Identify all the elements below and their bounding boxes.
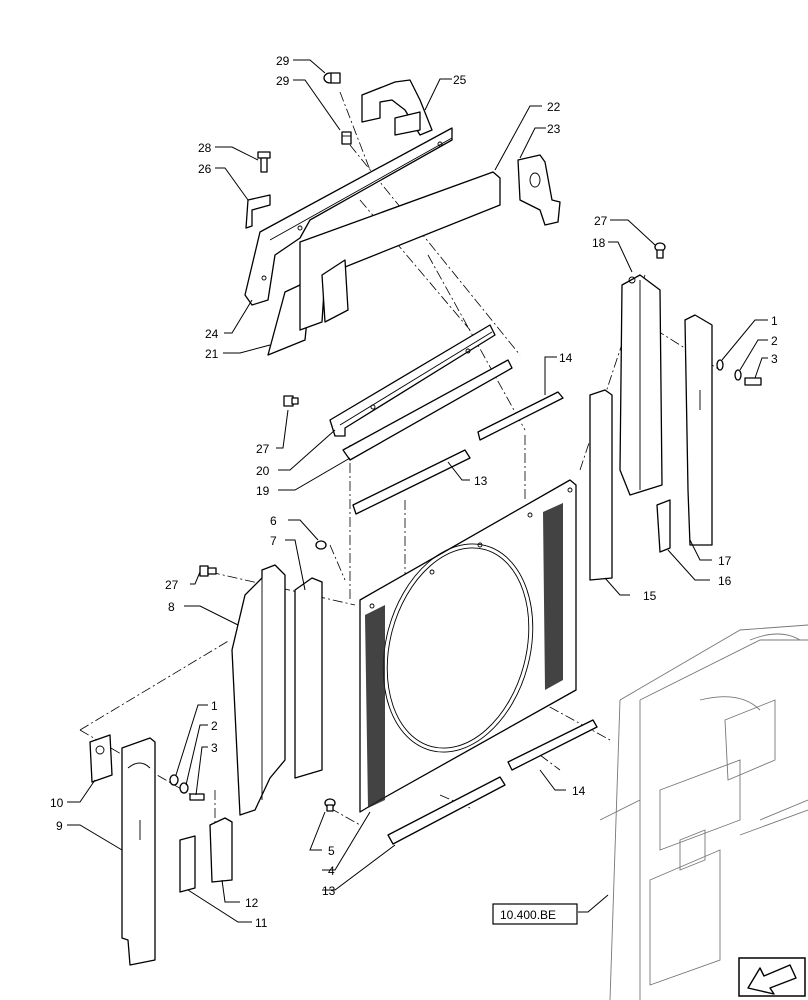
callout-29a: 29 [276,54,290,68]
callout-27-mid: 27 [256,442,270,456]
washer-1-right [716,359,724,371]
callout-21: 21 [205,347,219,361]
callout-18: 18 [592,236,606,250]
callout-28: 28 [198,141,212,155]
bracket-25 [361,79,433,136]
arrow-down-left-icon[interactable] [738,957,806,997]
bracket-18 [619,274,663,496]
plate-10 [89,734,113,783]
callout-5: 5 [328,844,335,858]
callout-24: 24 [205,327,219,341]
foam-7 [294,577,323,779]
callout-6: 6 [270,514,277,528]
bolt-27-right [654,242,666,259]
callout-7: 7 [270,534,277,548]
callout-4: 4 [328,864,335,878]
callout-27-left: 27 [165,578,179,592]
bolt-3-right [744,377,762,386]
callout-11: 11 [255,916,268,930]
callout-17: 17 [718,554,732,568]
callout-22: 22 [547,100,561,114]
callout-19: 19 [256,484,270,498]
callout-27-right: 27 [594,214,608,228]
callout-14-top: 14 [559,351,573,365]
fan-shroud-4 [359,479,577,813]
callout-9: 9 [56,819,63,833]
nut-6 [315,540,327,550]
callout-labels: 29 29 25 22 23 28 26 24 21 27 18 1 2 3 1… [50,54,778,930]
washer-1-left [169,774,179,786]
strip-13-bottom [387,776,506,845]
callout-13-bottom: 13 [322,884,336,898]
clip-26 [245,194,271,229]
foam-15 [589,389,613,581]
callout-8: 8 [168,600,175,614]
foam-22 [299,171,501,331]
callout-25: 25 [453,73,467,87]
bracket-8 [231,564,286,816]
nut-5 [324,798,336,812]
strip-13-top [352,449,471,515]
bolt-29-top [323,72,341,84]
callout-29b: 29 [276,74,290,88]
callout-10: 10 [50,796,64,810]
callout-2-left: 2 [211,719,218,733]
strip-14-top [477,391,564,441]
block-11 [179,835,196,893]
callout-2-right: 2 [771,334,778,348]
bolt-27-left [199,565,217,577]
callout-20: 20 [256,464,270,478]
callout-15: 15 [643,589,657,603]
shroud-top-24 [244,127,453,306]
reference-link-10-400-be[interactable]: 10.400.BE [492,903,578,925]
callout-16: 16 [718,574,732,588]
block-16 [656,499,671,553]
block-23 [517,154,561,226]
bolt-3-left [189,793,205,801]
callout-13-top: 13 [474,474,488,488]
rail-9 [121,737,156,966]
callout-1-right: 1 [771,314,778,328]
leader-lines [67,59,768,923]
callout-3-right: 3 [771,352,778,366]
callout-14-bottom: 14 [572,784,586,798]
callout-23: 23 [547,122,561,136]
washer-2-left [179,782,189,794]
strip-14-bottom [507,719,598,771]
bolt-27-mid [283,395,299,407]
bolt-28 [257,151,271,173]
callout-1-left: 1 [211,699,218,713]
callout-12: 12 [245,896,259,910]
reference-label: 10.400.BE [500,908,556,922]
callout-3-left: 3 [211,741,218,755]
block-12 [209,817,233,883]
rail-17 [684,314,713,546]
channel-20 [329,324,496,437]
callout-26: 26 [198,162,212,176]
strip-19 [342,359,513,461]
bolt-29-lower [341,131,352,145]
washer-2-right [734,369,742,381]
machine-context [599,624,808,1000]
